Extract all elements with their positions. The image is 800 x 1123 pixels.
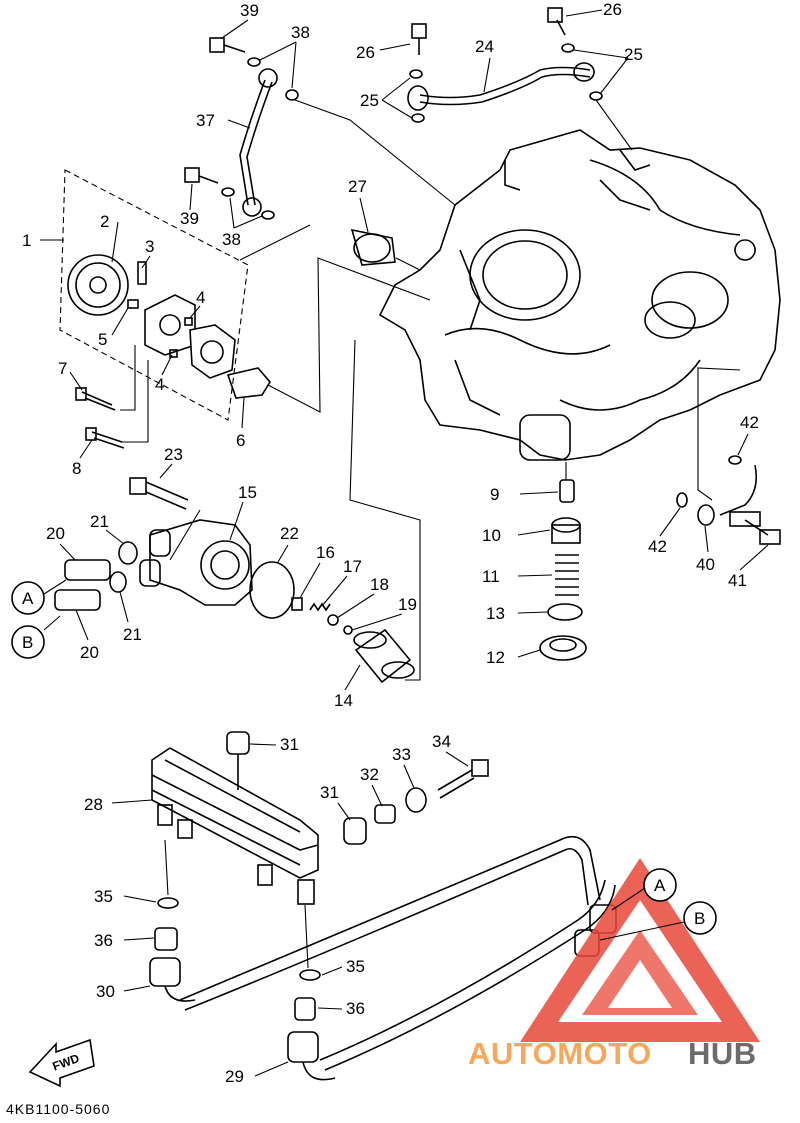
- front-direction-arrow: FWD: [28, 1038, 95, 1088]
- callout-36a: 36: [94, 931, 113, 950]
- callout-19: 19: [398, 595, 417, 614]
- callout-18: 18: [370, 575, 389, 594]
- callout-6: 6: [236, 431, 245, 450]
- callout-11: 11: [482, 567, 500, 586]
- callout-35b: 35: [346, 957, 365, 976]
- callout-42a: 42: [740, 413, 759, 432]
- callout-12: 12: [486, 648, 505, 667]
- callout-23: 23: [164, 445, 183, 464]
- callout-21b: 21: [123, 625, 142, 644]
- callout-29: 29: [225, 1067, 244, 1086]
- ref-b-right: B: [599, 901, 717, 941]
- callout-26a: 26: [356, 43, 375, 62]
- callout-38b: 38: [222, 230, 241, 249]
- callout-3: 3: [145, 237, 154, 256]
- watermark-text-hub: HUB: [688, 1036, 757, 1071]
- callout-9: 9: [490, 485, 499, 504]
- callout-4a: 4: [196, 288, 205, 307]
- callout-16: 16: [316, 543, 335, 562]
- callout-21a: 21: [90, 512, 109, 531]
- callout-35a: 35: [94, 887, 113, 906]
- oil-cooler-group: [149, 731, 617, 1081]
- svg-text:A: A: [654, 876, 666, 895]
- callout-24: 24: [475, 37, 494, 56]
- callout-33: 33: [392, 745, 411, 764]
- callout-31b: 31: [320, 783, 339, 802]
- callout-27: 27: [348, 177, 367, 196]
- callout-41: 41: [728, 571, 747, 590]
- watermark-logo: [520, 858, 760, 1042]
- callout-5: 5: [98, 330, 107, 349]
- callout-13: 13: [486, 604, 505, 623]
- callout-1: 1: [22, 231, 31, 250]
- callout-7: 7: [58, 359, 67, 378]
- callout-20a: 20: [46, 524, 65, 543]
- callout-25a: 25: [360, 91, 379, 110]
- right-pipe: [676, 367, 781, 545]
- callout-36b: 36: [346, 999, 365, 1018]
- oil-pump-group: [40, 169, 431, 449]
- ref-b-left: B: [11, 615, 61, 659]
- callout-37: 37: [196, 111, 215, 130]
- callout-40: 40: [696, 555, 715, 574]
- callout-leaders: [59, 9, 769, 1077]
- callout-39b: 39: [180, 209, 199, 228]
- callout-8: 8: [72, 459, 81, 478]
- callout-20b: 20: [80, 643, 99, 662]
- callout-28: 28: [84, 795, 103, 814]
- callout-38a: 38: [291, 23, 310, 42]
- ref-a-right: A: [611, 868, 677, 911]
- callout-30: 30: [96, 982, 115, 1001]
- callout-10: 10: [482, 526, 501, 545]
- callout-14: 14: [334, 691, 353, 710]
- callout-39a: 39: [240, 1, 259, 20]
- svg-text:B: B: [694, 909, 705, 928]
- callout-4b: 4: [155, 375, 164, 394]
- callout-22: 22: [280, 524, 299, 543]
- filter-housing: [54, 339, 421, 684]
- callout-34: 34: [432, 732, 451, 751]
- relief-stack: [539, 462, 587, 661]
- svg-text:A: A: [22, 589, 34, 608]
- callout-25b: 25: [624, 45, 643, 64]
- oil-pipes-top: [184, 7, 633, 271]
- svg-text:B: B: [22, 633, 33, 652]
- crankcase: [378, 129, 781, 461]
- drawing-code: 4KB1100-5060: [6, 1101, 110, 1117]
- callout-17: 17: [343, 557, 362, 576]
- callout-2: 2: [100, 212, 109, 231]
- callout-15: 15: [238, 483, 257, 502]
- callout-42b: 42: [648, 537, 667, 556]
- callout-26b: 26: [603, 0, 622, 19]
- callout-32: 32: [360, 765, 379, 784]
- ref-a-left: A: [11, 579, 67, 615]
- callout-31a: 31: [280, 735, 299, 754]
- callout-labels: 1 2 3 4 4 5 6 7 8 9 10 11 12 13 14 15 16…: [22, 0, 759, 1086]
- watermark-text-automoto: AUTOMOTO: [468, 1036, 652, 1071]
